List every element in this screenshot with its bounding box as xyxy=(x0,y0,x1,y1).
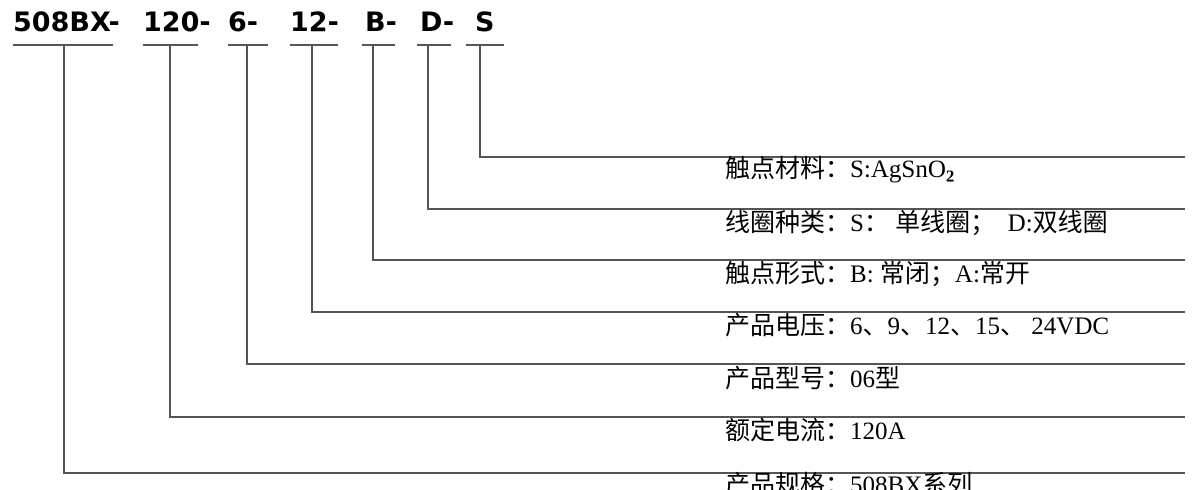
legend-term-product-spec: 产品规格： xyxy=(725,472,851,490)
legend-value-rated-current: 120A xyxy=(850,418,906,445)
legend-value-product-voltage: 6、9、12、15、 24VDC xyxy=(850,313,1110,340)
underline-contact-form xyxy=(362,44,395,46)
legend-value-coil-type: S： 单线圈； D:双线圈 xyxy=(850,210,1108,237)
code-segment-product-spec: 508BX- xyxy=(13,7,120,38)
leader-runner-product-voltage xyxy=(311,311,1185,313)
legend-term-rated-current: 额定电流： xyxy=(725,418,851,445)
legend-term-coil-type: 线圈种类： xyxy=(725,210,851,237)
legend-row-product-model: 产品型号：06型 xyxy=(700,314,900,393)
legend-term-contact-form: 触点形式： xyxy=(725,261,851,288)
code-segment-product-model: 6- xyxy=(228,7,258,38)
leader-drop-contact-form xyxy=(372,44,374,259)
leader-runner-product-spec xyxy=(63,472,1185,474)
legend-term-contact-material: 触点材料： xyxy=(725,156,851,183)
legend-term-product-model: 产品型号： xyxy=(725,366,851,393)
code-segment-coil-type: D- xyxy=(420,7,455,38)
legend-value-product-model: 06型 xyxy=(850,366,901,393)
underline-product-model xyxy=(228,44,268,46)
underline-contact-material xyxy=(466,44,504,46)
legend-value-product-spec: 508BX系列 xyxy=(850,472,973,490)
leader-drop-product-spec xyxy=(63,44,65,472)
legend-row-product-voltage: 产品电压：6、9、12、15、 24VDC xyxy=(700,261,1109,340)
legend-term-product-voltage: 产品电压： xyxy=(725,313,851,340)
code-segment-product-voltage: 12- xyxy=(290,7,339,38)
leader-runner-coil-type xyxy=(427,208,1185,210)
legend-row-rated-current: 额定电流：120A xyxy=(700,366,906,445)
leader-drop-product-model xyxy=(246,44,248,363)
legend-row-coil-type: 线圈种类：S： 单线圈； D:双线圈 xyxy=(700,158,1108,237)
leader-runner-contact-form xyxy=(372,259,1185,261)
leader-runner-product-model xyxy=(246,363,1185,365)
underline-coil-type xyxy=(417,44,451,46)
code-segment-contact-material: S xyxy=(475,7,495,38)
leader-drop-rated-current xyxy=(169,44,171,416)
code-segment-rated-current: 120- xyxy=(143,7,211,38)
legend-row-contact-material: 触点材料：S:AgSnO2 xyxy=(700,104,954,185)
leader-runner-contact-material xyxy=(479,156,1185,158)
code-segment-contact-form: B- xyxy=(365,7,397,38)
leader-runner-rated-current xyxy=(169,416,1185,418)
leader-drop-contact-material xyxy=(479,44,481,156)
leader-drop-product-voltage xyxy=(311,44,313,311)
legend-value-contact-form: B: 常闭；A:常开 xyxy=(850,261,1030,288)
legend-row-contact-form: 触点形式：B: 常闭；A:常开 xyxy=(700,209,1030,288)
underline-product-voltage xyxy=(290,44,338,46)
legend-value-contact-material: S:AgSnO xyxy=(850,156,946,183)
legend-row-product-spec: 产品规格：508BX系列 xyxy=(700,420,972,490)
leader-drop-coil-type xyxy=(427,44,429,208)
legend-subscript-contact-material: 2 xyxy=(945,166,955,186)
